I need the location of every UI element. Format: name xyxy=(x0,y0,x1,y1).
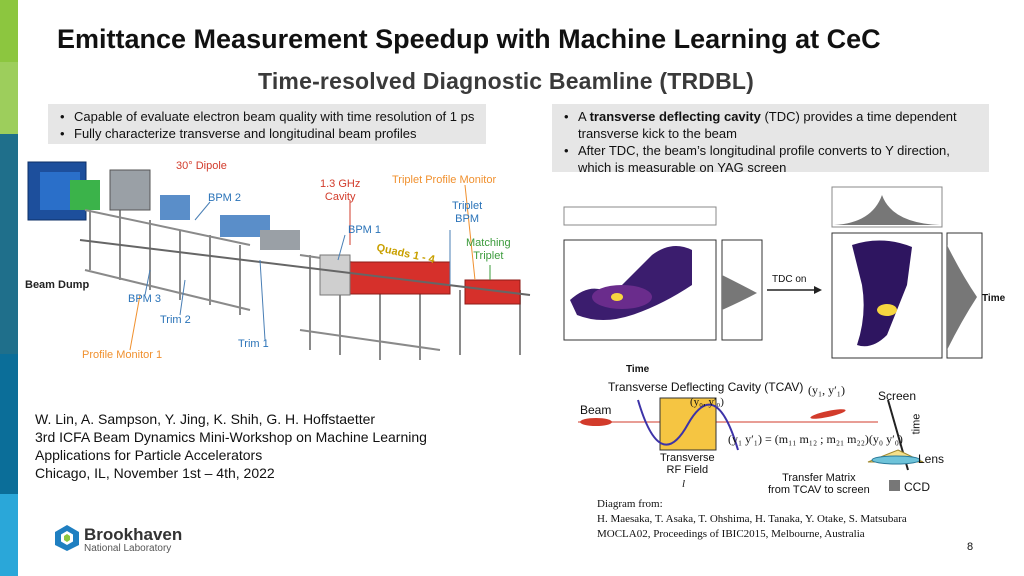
right-bullet-box: A transverse deflecting cavity (TDC) pro… xyxy=(552,104,989,175)
screen-label: Screen xyxy=(878,389,917,403)
time-axis-left: Time xyxy=(626,364,650,375)
left-bullet-1: Capable of evaluate electron beam qualit… xyxy=(56,108,478,125)
y1-label: (y₁, y′₁) xyxy=(808,383,845,397)
label-bpm2: BPM 2 xyxy=(208,192,242,204)
ccd-label: CCD xyxy=(904,480,930,494)
author-credits: W. Lin, A. Sampson, Y. Jing, K. Shih, G.… xyxy=(35,410,427,482)
label-profile-monitor: Profile Monitor 1 xyxy=(82,349,163,361)
reference-line-2: H. Maesaka, T. Asaka, T. Ohshima, H. Tan… xyxy=(597,513,907,525)
time-label: time xyxy=(910,413,923,435)
label-dipole: 30° Dipole xyxy=(176,160,227,172)
credit-line-3: Applications for Particle Accelerators xyxy=(35,447,263,463)
diagram-reference: Diagram from: H. Maesaka, T. Asaka, T. O… xyxy=(597,497,907,542)
brookhaven-logo: Brookhaven National Laboratory xyxy=(54,524,182,554)
slide-subtitle: Time-resolved Diagnostic Beamline (TRDBL… xyxy=(258,68,754,94)
tcav-drawing xyxy=(578,397,924,491)
logo-subtitle: National Laboratory xyxy=(84,543,172,554)
label-trim1: Trim 1 xyxy=(238,338,269,350)
credit-line-1: W. Lin, A. Sampson, Y. Jing, K. Shih, G.… xyxy=(35,411,376,427)
left-bullet-2: Fully characterize transverse and longit… xyxy=(56,125,478,142)
time-axis-right: Time xyxy=(982,293,1006,304)
label-bpm3: BPM 3 xyxy=(128,293,162,305)
tdc-on-label: TDC on xyxy=(772,274,807,285)
label-trim2: Trim 2 xyxy=(160,314,191,326)
right-bullet-2: After TDC, the beam’s longitudinal profi… xyxy=(560,142,981,176)
matrix-equation: (y₁ y′₁) = (m₁₁ m₁₂ ; m₂₁ m₂₂)(y₀ y′₀) xyxy=(728,432,903,446)
beamline-illustration: 30° Dipole BPM 2 1.3 GHz Cavity Triplet … xyxy=(20,150,550,365)
tcav-diagram: Transverse Deflecting Cavity (TCAV) Beam… xyxy=(578,380,988,498)
beam-profile-plots-drawing xyxy=(563,186,983,359)
beam-label: Beam xyxy=(580,403,612,417)
right-bullet-1: A transverse deflecting cavity (TDC) pro… xyxy=(560,108,981,142)
label-triplet-profile-monitor: Triplet Profile Monitor xyxy=(392,174,497,186)
credit-line-2: 3rd ICFA Beam Dynamics Mini-Workshop on … xyxy=(35,429,427,445)
label-beam-dump: Beam Dump xyxy=(25,279,90,291)
label-bpm1: BPM 1 xyxy=(348,224,382,236)
tcav-title: Transverse Deflecting Cavity (TCAV) xyxy=(608,380,804,394)
rf-field-label: Transverse RF Field xyxy=(660,452,715,476)
brookhaven-hexagon-logo-icon xyxy=(55,525,79,551)
reference-line-1: Diagram from: xyxy=(597,498,663,510)
beamline-drawing xyxy=(27,161,531,360)
beam-profile-plots: TDC on Time Time xyxy=(552,185,1005,375)
label-matching-triplet: Matching Triplet xyxy=(466,237,511,262)
length-label: l xyxy=(682,478,686,490)
slide-title: Emittance Measurement Speedup with Machi… xyxy=(57,24,881,54)
logo-name: Brookhaven xyxy=(84,525,183,544)
lens-label: Lens xyxy=(918,452,945,466)
reference-line-3: MOCLA02, Proceedings of IBIC2015, Melbou… xyxy=(597,528,865,540)
page-number: 8 xyxy=(967,541,974,553)
label-cavity: 1.3 GHz Cavity xyxy=(320,178,361,203)
credit-line-4: Chicago, IL, November 1st – 4th, 2022 xyxy=(35,465,275,481)
left-bullet-box: Capable of evaluate electron beam qualit… xyxy=(48,104,486,144)
label-triplet-bpm: Triplet BPM xyxy=(452,200,483,225)
y0-label: (y₀, y′₀) xyxy=(690,396,724,408)
transfer-matrix-label: Transfer Matrix from TCAV to screen xyxy=(768,472,870,496)
